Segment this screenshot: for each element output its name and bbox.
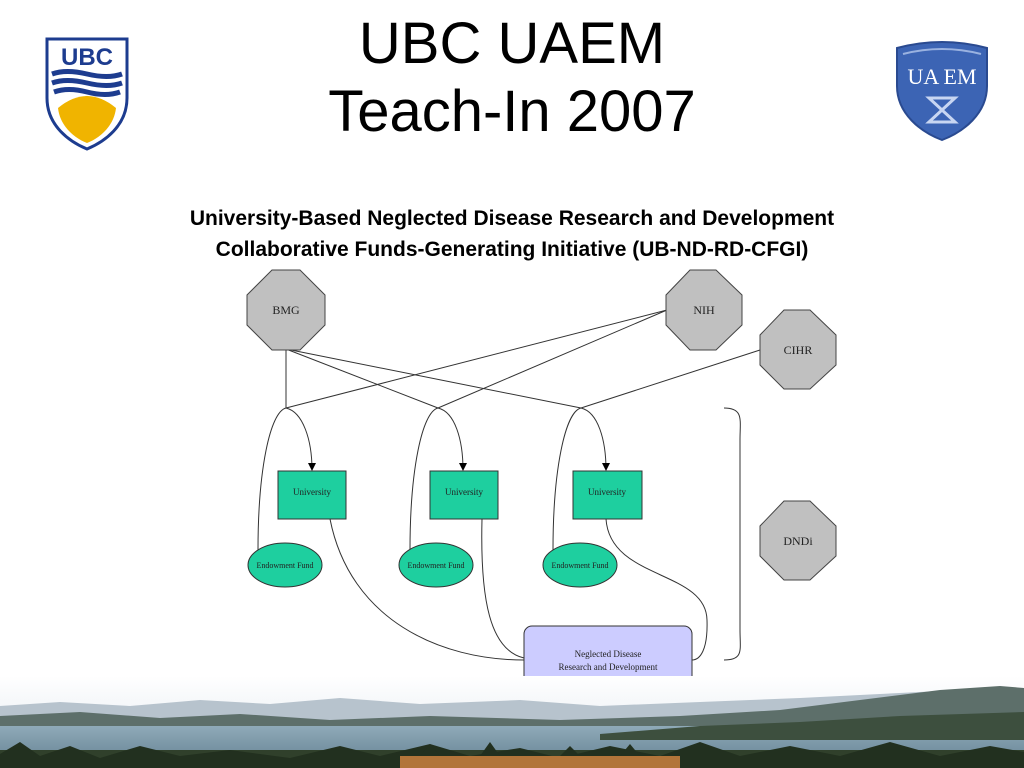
edge-cihr-hub3 <box>580 349 761 409</box>
edge-univ3-ndrd <box>605 518 708 661</box>
edge-bmg-hub2 <box>285 348 439 409</box>
arrow-hub1-univ1 <box>285 407 316 471</box>
arrow-hub3-univ3 <box>580 407 610 471</box>
edge-univ1-ndrd <box>329 518 525 661</box>
slide-title: UBC UAEM Teach-In 2007 <box>0 10 1024 146</box>
endowment-fund-label: Endowment Fund <box>256 561 313 570</box>
dndi-label: DNDi <box>783 534 813 548</box>
funder-cihr: CIHR <box>759 309 837 390</box>
edge-univ2-ndrd <box>481 518 525 659</box>
arrow-hub2-univ2 <box>437 407 467 471</box>
diagram-subtitle: University-Based Neglected Disease Resea… <box>0 203 1024 265</box>
connector-lines <box>257 309 761 661</box>
funder-bmg: BMG <box>246 269 326 351</box>
endowment-fund-node: Endowment Fund <box>542 542 618 588</box>
bracket-dndi <box>723 407 741 661</box>
university-label: University <box>588 487 626 497</box>
endowment-fund-node: Endowment Fund <box>247 542 323 588</box>
edge-endow3-hub3 <box>552 407 582 551</box>
edge-nih-hub2 <box>437 309 668 409</box>
edge-endow1-hub1 <box>257 407 287 551</box>
ndrd-label-line-2: Research and Development <box>559 662 658 672</box>
university-label: University <box>293 487 331 497</box>
endowment-fund-label: Endowment Fund <box>407 561 464 570</box>
subtitle-line-2: Collaborative Funds-Generating Initiativ… <box>215 238 809 261</box>
dndi-node: DNDi <box>759 500 837 581</box>
edge-nih-hub1 <box>285 309 668 409</box>
funder-nih-label: NIH <box>693 303 715 317</box>
title-line-1: UBC UAEM <box>358 11 666 76</box>
university-box: University <box>429 470 499 520</box>
uaem-logo-text: UA EM <box>907 64 976 89</box>
endowment-fund-node: Endowment Fund <box>398 542 474 588</box>
edge-endow2-hub2 <box>409 407 439 551</box>
funder-nih: NIH <box>665 269 743 351</box>
endowment-fund-label: Endowment Fund <box>551 561 608 570</box>
ubc-logo-text: UBC <box>61 44 113 71</box>
university-label: University <box>445 487 483 497</box>
ubc-logo: UBC <box>45 37 129 151</box>
university-box: University <box>572 470 643 520</box>
title-line-2: Teach-In 2007 <box>328 79 696 144</box>
edge-bmg-hub3 <box>285 348 582 409</box>
funder-cihr-label: CIHR <box>784 343 813 357</box>
subtitle-line-1: University-Based Neglected Disease Resea… <box>189 207 835 230</box>
uaem-logo: UA EM <box>896 41 988 142</box>
landscape-banner <box>0 676 1024 768</box>
funder-bmg-label: BMG <box>272 303 300 317</box>
university-box: University <box>277 470 347 520</box>
ndrd-label-line-1: Neglected Disease <box>575 649 642 659</box>
